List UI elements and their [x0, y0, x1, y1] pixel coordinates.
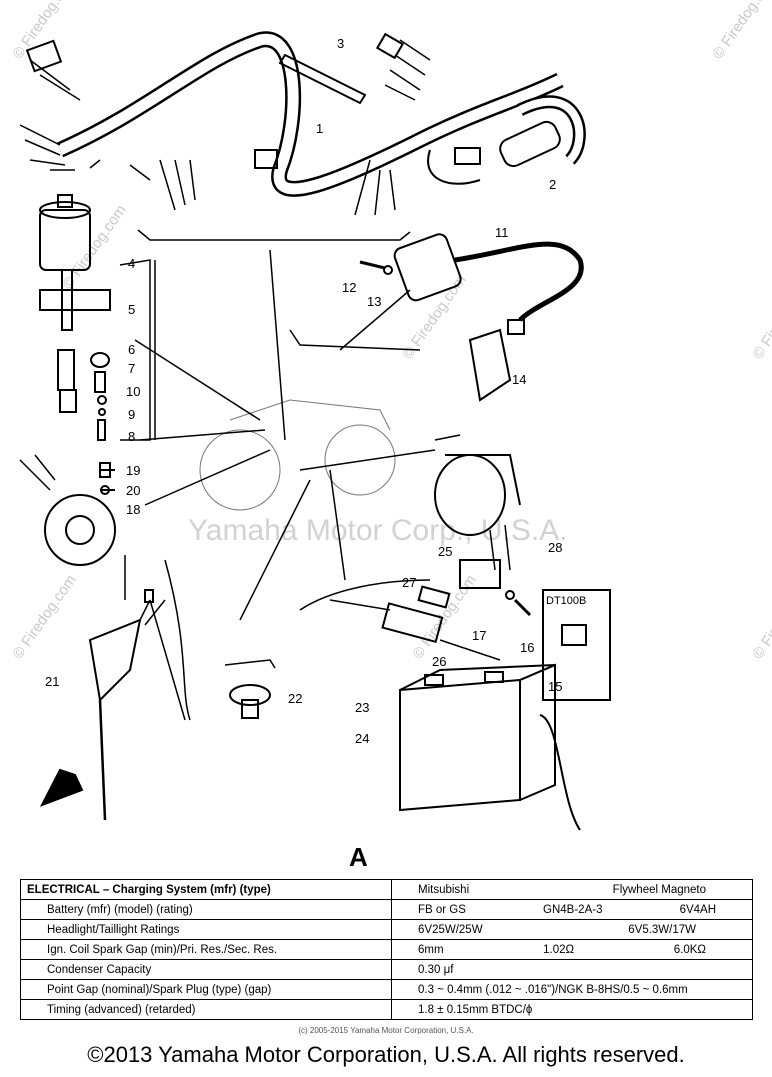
rectifier — [434, 454, 521, 571]
neutral-switch — [229, 684, 271, 719]
callout-12: 12 — [342, 280, 356, 295]
spec-value-part: 6V25W/25W — [418, 923, 483, 936]
wire-harness — [19, 31, 586, 216]
callout-15: 15 — [548, 679, 562, 694]
spec-label: Point Gap (nominal)/Spark Plug (type) (g… — [20, 979, 392, 1000]
spec-value: Mitsubishi Flywheel Magneto — [391, 879, 753, 900]
spec-value-part: 0.30 μf — [418, 963, 454, 976]
horn — [19, 454, 116, 566]
watermark-firedog: © Firedog.com — [9, 0, 79, 62]
battery — [399, 663, 581, 831]
spec-label: Timing (advanced) (retarded) — [20, 999, 392, 1020]
spec-value: 6mm 1.02Ω 6.0KΩ — [391, 939, 753, 960]
callout-17: 17 — [472, 628, 486, 643]
callout-25: 25 — [438, 544, 452, 559]
callout-1: 1 — [316, 121, 323, 136]
wire-band — [278, 53, 367, 105]
spec-value-part: 6V4AH — [679, 903, 716, 916]
spec-value-part: 6mm — [418, 943, 444, 956]
spec-value: FB or GS GN4B-2A-3 6V4AH — [391, 899, 753, 920]
small-hardware — [90, 259, 151, 441]
footer-copyright: ©2013 Yamaha Motor Corporation, U.S.A. A… — [87, 1042, 685, 1067]
callout-19: 19 — [126, 463, 140, 478]
spec-value-part: 1.02Ω — [543, 943, 575, 956]
watermark-firedog: © Firedog.com — [59, 202, 129, 293]
table-row: Condenser Capacity 0.30 μf — [20, 959, 753, 980]
callout-5: 5 — [128, 302, 135, 317]
leader-lines — [124, 229, 461, 721]
spec-value-part: GN4B-2A-3 — [543, 903, 603, 916]
watermark-yamaha: Yamaha Motor Corp., U.S.A. — [188, 514, 568, 547]
main-switch — [39, 194, 111, 413]
electrical-spec-table: ELECTRICAL – Charging System (mfr) (type… — [20, 879, 753, 1020]
lamp-socket — [88, 589, 166, 821]
callout-16: 16 — [520, 640, 534, 655]
spec-label: Headlight/Taillight Ratings — [20, 919, 392, 940]
spec-value-part: 6.0KΩ — [673, 943, 706, 956]
dt100b-label: DT100B — [546, 595, 586, 607]
callout-2: 2 — [549, 177, 556, 192]
ignition-coil — [339, 233, 584, 351]
callout-24: 24 — [355, 731, 369, 746]
section-letter: A — [349, 842, 368, 872]
forward-arrow-icon — [39, 768, 84, 807]
bolt — [359, 260, 393, 275]
spec-value: 0.30 μf — [391, 959, 753, 980]
spark-plug-cap — [468, 319, 525, 402]
table-row: Timing (advanced) (retarded) 1.8 ± 0.15m… — [20, 999, 753, 1020]
table-row: Point Gap (nominal)/Spark Plug (type) (g… — [20, 979, 753, 1000]
spec-value-part: 6V5.3W/17W — [628, 923, 696, 936]
spec-value-part: 0.3 ~ 0.4mm (.012 ~ .016")/NGK B-8HS/0.5… — [418, 983, 688, 996]
callout-6: 6 — [128, 342, 135, 357]
watermark-firedog: © Firedog.com — [409, 572, 479, 663]
callout-14: 14 — [512, 372, 526, 387]
table-row: Headlight/Taillight Ratings 6V25W/25W 6V5… — [20, 919, 753, 940]
spec-value: 1.8 ± 0.15mm BTDC/ϕ — [391, 999, 753, 1020]
spec-value-part: FB or GS — [418, 903, 466, 916]
spec-label: ELECTRICAL – Charging System (mfr) (type… — [20, 879, 392, 900]
screw — [99, 462, 111, 495]
callout-23: 23 — [355, 700, 369, 715]
spec-value-part: 1.8 ± 0.15mm BTDC/ϕ — [418, 1003, 533, 1016]
spec-value-part: Mitsubishi — [418, 883, 470, 896]
dt100b-part — [542, 589, 611, 701]
callout-20: 20 — [126, 483, 140, 498]
callout-21: 21 — [45, 674, 59, 689]
watermark-firedog: © Firedog.com — [749, 572, 772, 663]
motorcycle-silhouette — [199, 399, 396, 511]
callout-8: 8 — [128, 429, 135, 444]
watermark-firedog: © Firedog.com — [399, 272, 469, 363]
watermark-firedog: © Firedog.com — [709, 0, 772, 62]
callout-9: 9 — [128, 407, 135, 422]
spec-label: Condenser Capacity — [20, 959, 392, 980]
wiring-parts-diagram: © Firedog.com © Firedog.com © Firedog.co… — [9, 0, 772, 831]
callout-18: 18 — [126, 502, 140, 517]
callout-13: 13 — [367, 294, 381, 309]
spec-value-part: Flywheel Magneto — [612, 883, 706, 896]
condenser — [427, 120, 561, 185]
callout-3: 3 — [337, 36, 344, 51]
callout-27: 27 — [402, 575, 416, 590]
callout-22: 22 — [288, 691, 302, 706]
spec-value: 0.3 ~ 0.4mm (.012 ~ .016")/NGK B-8HS/0.5… — [391, 979, 753, 1000]
tiny-copyright: (c) 2005-2015 Yamaha Motor Corporation, … — [298, 1026, 474, 1035]
callout-11: 11 — [495, 225, 509, 240]
spec-label: Ign. Coil Spark Gap (min)/Pri. Res./Sec.… — [20, 939, 392, 960]
callout-7: 7 — [128, 361, 135, 376]
bolt-washer — [505, 590, 532, 617]
table-row: Battery (mfr) (model) (rating) FB or GS G… — [20, 899, 753, 920]
spec-value: 6V25W/25W 6V5.3W/17W — [391, 919, 753, 940]
spec-label: Battery (mfr) (model) (rating) — [20, 899, 392, 920]
table-row: ELECTRICAL – Charging System (mfr) (type… — [20, 879, 753, 900]
fuse-holder — [329, 559, 501, 661]
callout-28: 28 — [548, 540, 562, 555]
callout-26: 26 — [432, 654, 446, 669]
callout-10: 10 — [126, 384, 140, 399]
callout-4: 4 — [128, 256, 135, 271]
table-row: Ign. Coil Spark Gap (min)/Pri. Res./Sec.… — [20, 939, 753, 960]
watermark-firedog: © Firedog.com — [749, 272, 772, 363]
watermark-firedog: © Firedog.com — [9, 572, 79, 663]
